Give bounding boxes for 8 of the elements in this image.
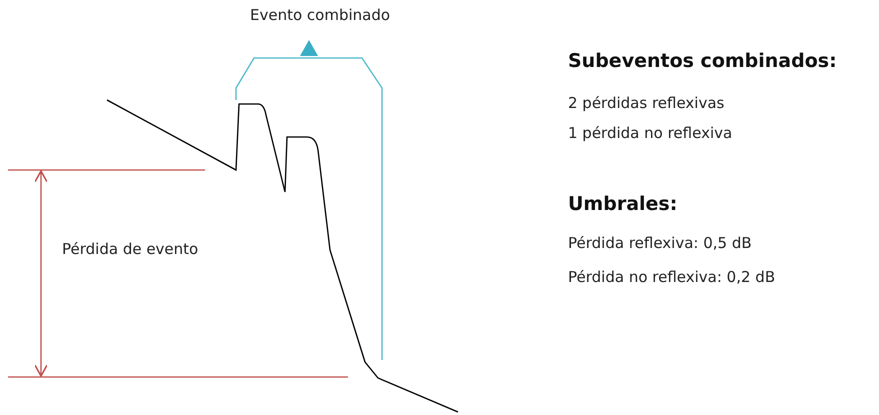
bracket-label: Evento combinado <box>250 6 390 24</box>
section-heading: Subeventos combinados: <box>568 50 837 73</box>
threshold-value: Pérdida reflexiva: 0,5 dB <box>568 234 752 252</box>
list-item: 1 pérdida no reflexiva <box>568 124 732 142</box>
threshold-value: Pérdida no reflexiva: 0,2 dB <box>568 268 776 286</box>
list-item: 2 pérdidas reflexivas <box>568 94 724 112</box>
dimension-label: Pérdida de evento <box>62 240 198 258</box>
section-heading: Umbrales: <box>568 193 678 216</box>
